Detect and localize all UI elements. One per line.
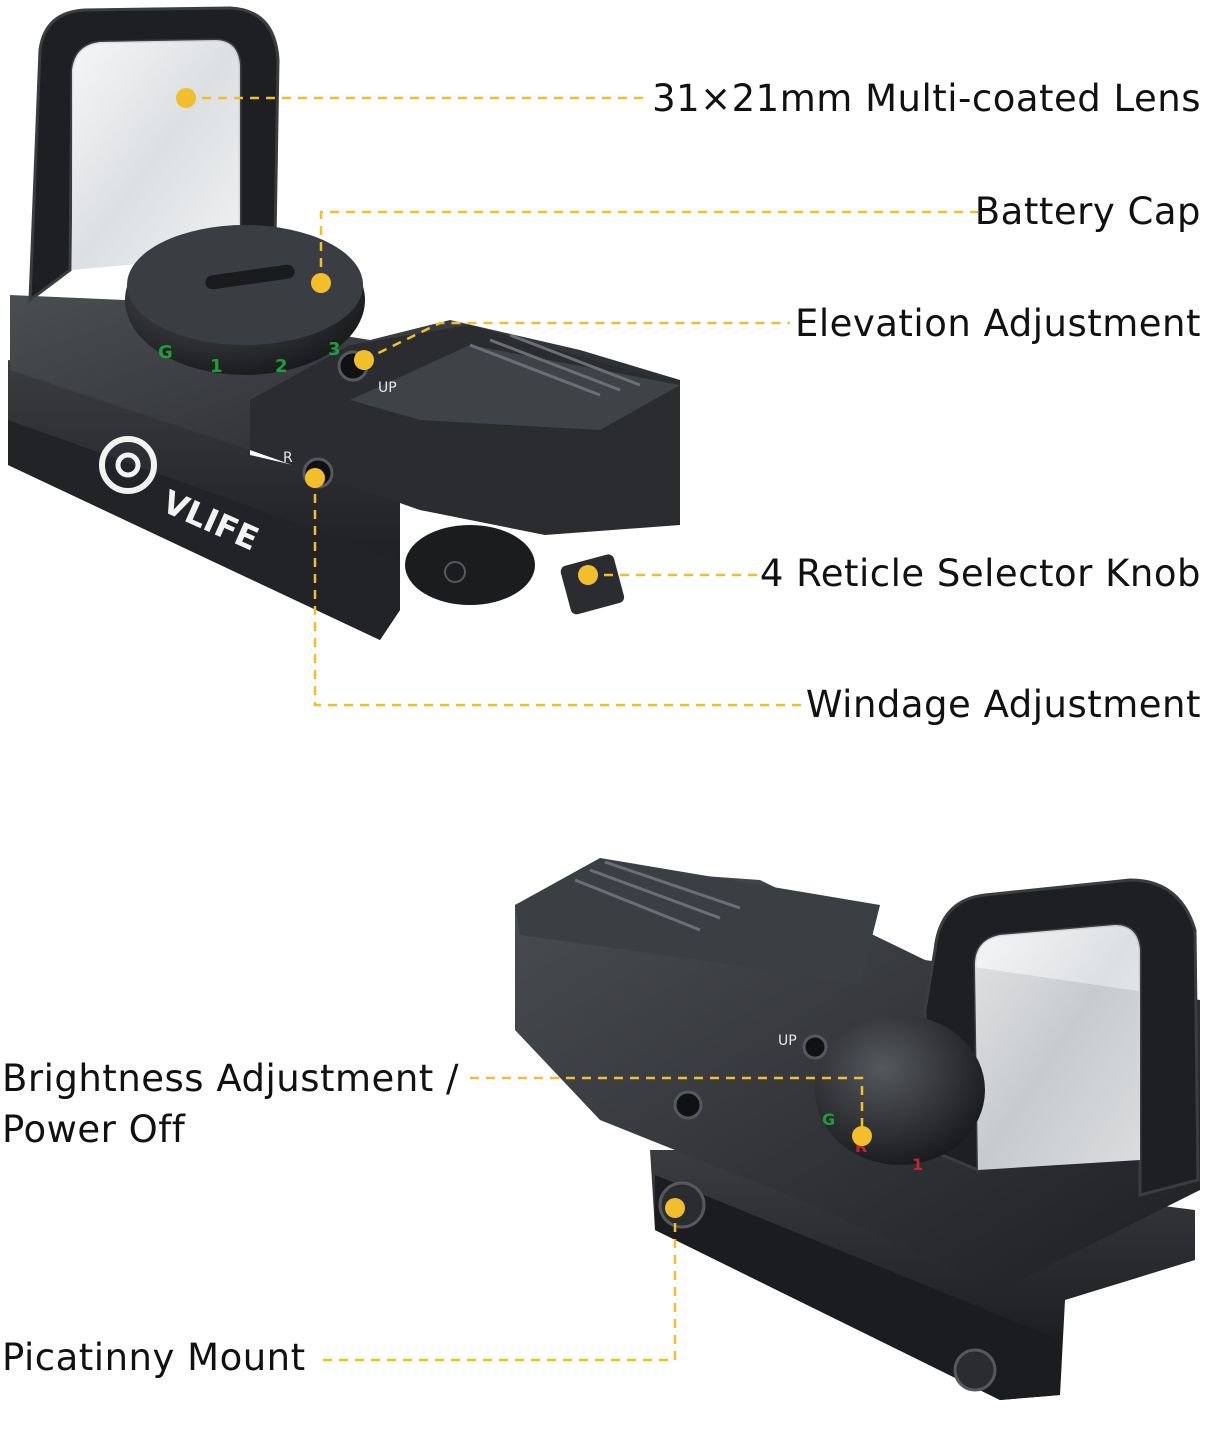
callout-label-brightness-line1: Brightness Adjustment / [2, 1057, 459, 1100]
top-dial-number: G [158, 342, 173, 363]
bottom-dial-number: 1 [912, 1155, 923, 1174]
brand-logo-icon [99, 436, 157, 494]
top-dial-number: 3 [328, 339, 341, 360]
callout-dot-icon [305, 468, 325, 488]
callout-dots [176, 88, 872, 1218]
leader-line-brightness [470, 1076, 864, 1136]
leader-line-battery-cap [319, 210, 978, 283]
top-r-marker: R [283, 450, 293, 466]
top-scope: G 1 2 3 UP R VLIFE [8, 6, 680, 640]
callout-label-elevation: Elevation Adjustment [794, 302, 1201, 345]
leader-line-elevation [363, 321, 790, 362]
top-reticle-base [405, 525, 535, 605]
top-up-marker: UP [378, 380, 397, 396]
callout-dot-icon [665, 1198, 685, 1218]
bottom-up-marker: UP [778, 1033, 797, 1049]
callout-label-brightness-line2: Power Off [2, 1108, 186, 1151]
callout-dot-icon [354, 350, 374, 370]
top-reticle-knob [560, 554, 625, 615]
callout-label-windage: Windage Adjustment [805, 683, 1201, 726]
callout-dot-icon [311, 273, 331, 293]
leader-line-picatinny [323, 1208, 677, 1362]
callout-label-picatinny: Picatinny Mount [2, 1336, 306, 1379]
top-dial-number: 2 [275, 356, 288, 377]
bottom-windage-screw [673, 1090, 703, 1120]
bottom-brightness-dial [815, 1015, 985, 1165]
callout-label-reticle-knob: 4 Reticle Selector Knob [759, 552, 1201, 595]
callout-dot-icon [578, 565, 598, 585]
leader-line-windage [313, 478, 805, 707]
callout-dot-icon [852, 1126, 872, 1146]
bottom-elevation-screw [802, 1034, 828, 1060]
callout-label-lens: 31×21mm Multi-coated Lens [652, 77, 1201, 120]
top-lens-glass [72, 40, 240, 270]
top-dial-number: 1 [210, 356, 223, 377]
bottom-lens-glass [975, 925, 1140, 1170]
bottom-dial-number: G [822, 1110, 835, 1129]
leader-lines [186, 96, 978, 1362]
callout-label-battery-cap: Battery Cap [974, 190, 1201, 233]
callout-dot-icon [176, 88, 196, 108]
